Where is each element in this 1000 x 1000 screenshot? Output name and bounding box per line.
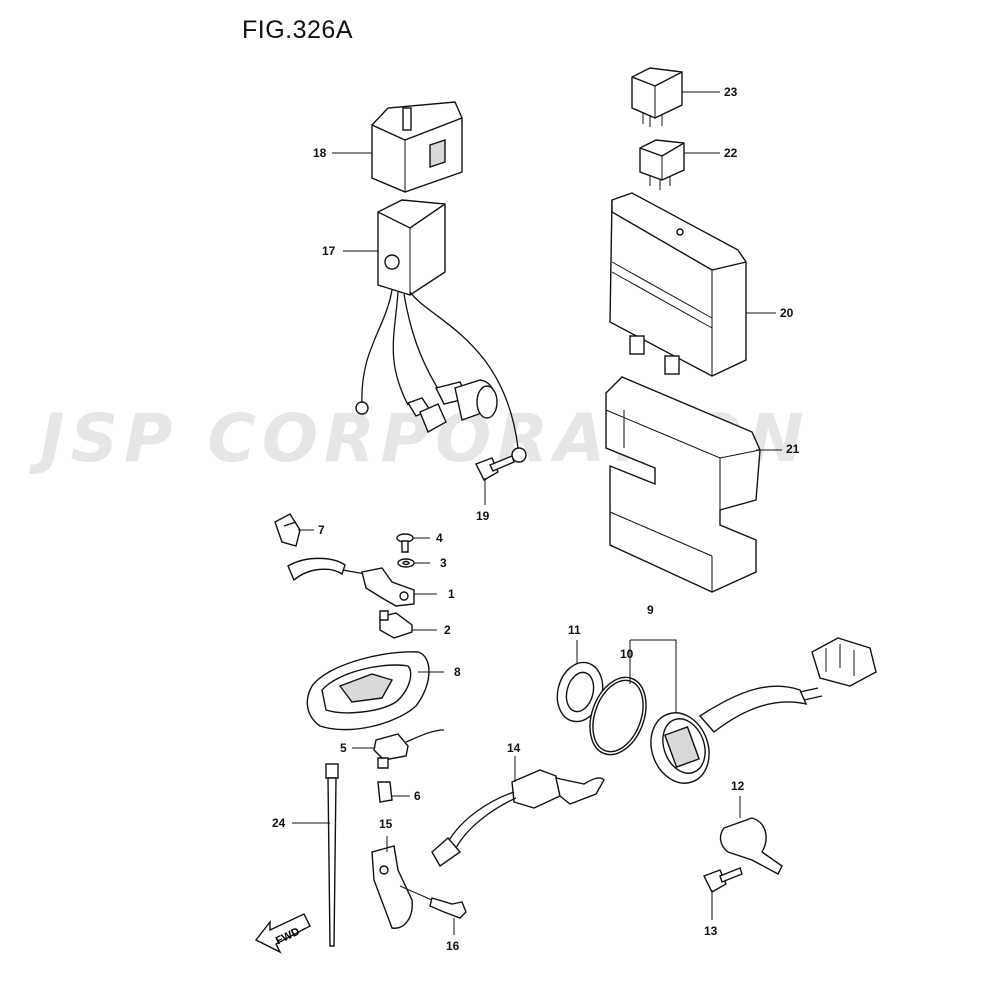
part-19-bolt[interactable]	[475, 455, 515, 505]
part-10-o-ring[interactable]	[580, 670, 656, 763]
part-23-relay[interactable]	[631, 67, 720, 127]
callout-5: 5	[340, 741, 347, 755]
part-24-cable-tie[interactable]	[292, 763, 339, 947]
callout-7: 7	[318, 523, 325, 537]
part-18-cover[interactable]	[332, 101, 463, 193]
callout-18: 18	[313, 146, 327, 160]
callout-23: 23	[724, 85, 738, 99]
callout-19: 19	[476, 509, 490, 523]
callout-16: 16	[446, 939, 460, 953]
callout-11: 11	[568, 623, 581, 637]
part-3-washer[interactable]	[397, 558, 430, 568]
part-4-screw[interactable]	[396, 533, 430, 553]
part-15-bracket[interactable]	[371, 836, 413, 929]
callout-6: 6	[414, 789, 421, 803]
callout-20: 20	[780, 306, 794, 320]
callout-10: 10	[620, 647, 634, 661]
part-7-clip[interactable]	[274, 513, 314, 547]
callout-21: 21	[786, 442, 800, 456]
fwd-arrow: FWD	[254, 913, 311, 954]
part-6-screw[interactable]	[377, 781, 410, 803]
callout-3: 3	[440, 556, 447, 570]
part-12-clamp[interactable]	[719, 796, 783, 875]
callout-8: 8	[454, 665, 461, 679]
part-1-sensor[interactable]	[287, 557, 437, 607]
part-17-relay-harness[interactable]	[343, 199, 527, 463]
figure-title: FIG.326A	[242, 16, 353, 44]
callout-24: 24	[272, 816, 286, 830]
part-5-sensor[interactable]	[352, 729, 445, 769]
part-21-ecu-cover[interactable]	[605, 376, 782, 593]
part-9-switch-harness[interactable]	[629, 637, 877, 791]
part-14-sensor[interactable]	[431, 756, 605, 868]
callout-9: 9	[647, 603, 654, 617]
callout-14: 14	[507, 741, 521, 755]
callout-12: 12	[731, 779, 745, 793]
callout-13: 13	[704, 924, 718, 938]
part-2-bolt[interactable]	[379, 610, 437, 639]
part-11-grommet[interactable]	[551, 640, 609, 727]
callout-22: 22	[724, 146, 738, 160]
callout-15: 15	[379, 817, 393, 831]
part-22-relay[interactable]	[639, 139, 720, 190]
callout-1: 1	[448, 587, 455, 601]
part-13-bolt[interactable]	[703, 867, 743, 920]
callout-2: 2	[444, 623, 451, 637]
part-8-tray[interactable]	[306, 651, 444, 731]
callout-17: 17	[322, 244, 336, 258]
part-16-bolt[interactable]	[399, 885, 467, 935]
part-20-ecu[interactable]	[609, 192, 776, 377]
callout-4: 4	[436, 531, 443, 545]
